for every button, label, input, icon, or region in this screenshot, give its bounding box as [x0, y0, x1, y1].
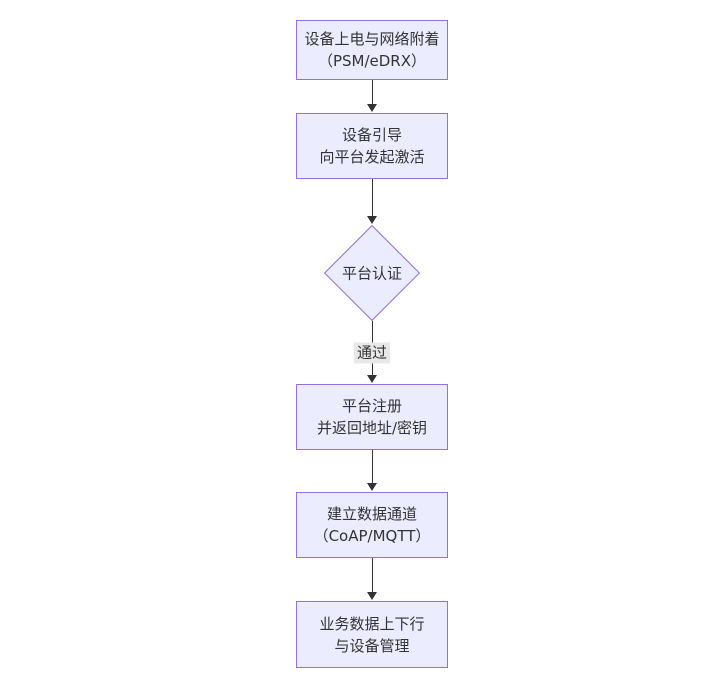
node-text-line: （CoAP/MQTT）	[313, 527, 431, 545]
node-text-line: 设备引导	[341, 126, 402, 144]
edge-line-a-b	[372, 80, 373, 104]
arrow-down-icon	[367, 375, 377, 383]
node-text-line: 向平台发起激活	[319, 148, 425, 166]
arrow-down-icon	[367, 483, 377, 491]
arrow-down-icon	[367, 592, 377, 600]
node-text-line: 平台认证	[341, 264, 403, 283]
edge-line-d-e	[372, 450, 373, 483]
edge-label-pass: 通过	[353, 342, 391, 364]
node-text-line: （PSM/eDRX）	[317, 52, 427, 70]
edge-line-b-c	[372, 179, 373, 216]
node-device-bootstrap: 设备引导 向平台发起激活	[296, 113, 448, 179]
node-text-line: 与设备管理	[334, 636, 410, 655]
arrow-down-icon	[367, 216, 377, 224]
node-platform-registration: 平台注册 并返回地址/密钥	[296, 384, 448, 450]
node-text-line: 业务数据上下行	[319, 614, 425, 633]
node-power-on-network-attach: 设备上电与网络附着 （PSM/eDRX）	[296, 20, 448, 80]
node-text-line: 设备上电与网络附着	[304, 30, 440, 48]
edge-line-e-f	[372, 558, 373, 592]
node-text-line: 并返回地址/密钥	[316, 419, 428, 437]
node-text-line: 建立数据通道	[326, 505, 417, 523]
node-text-line: 平台注册	[341, 397, 402, 415]
arrow-down-icon	[367, 104, 377, 112]
node-business-data-device-mgmt: 业务数据上下行 与设备管理	[296, 601, 448, 668]
node-data-channel: 建立数据通道 （CoAP/MQTT）	[296, 492, 448, 558]
